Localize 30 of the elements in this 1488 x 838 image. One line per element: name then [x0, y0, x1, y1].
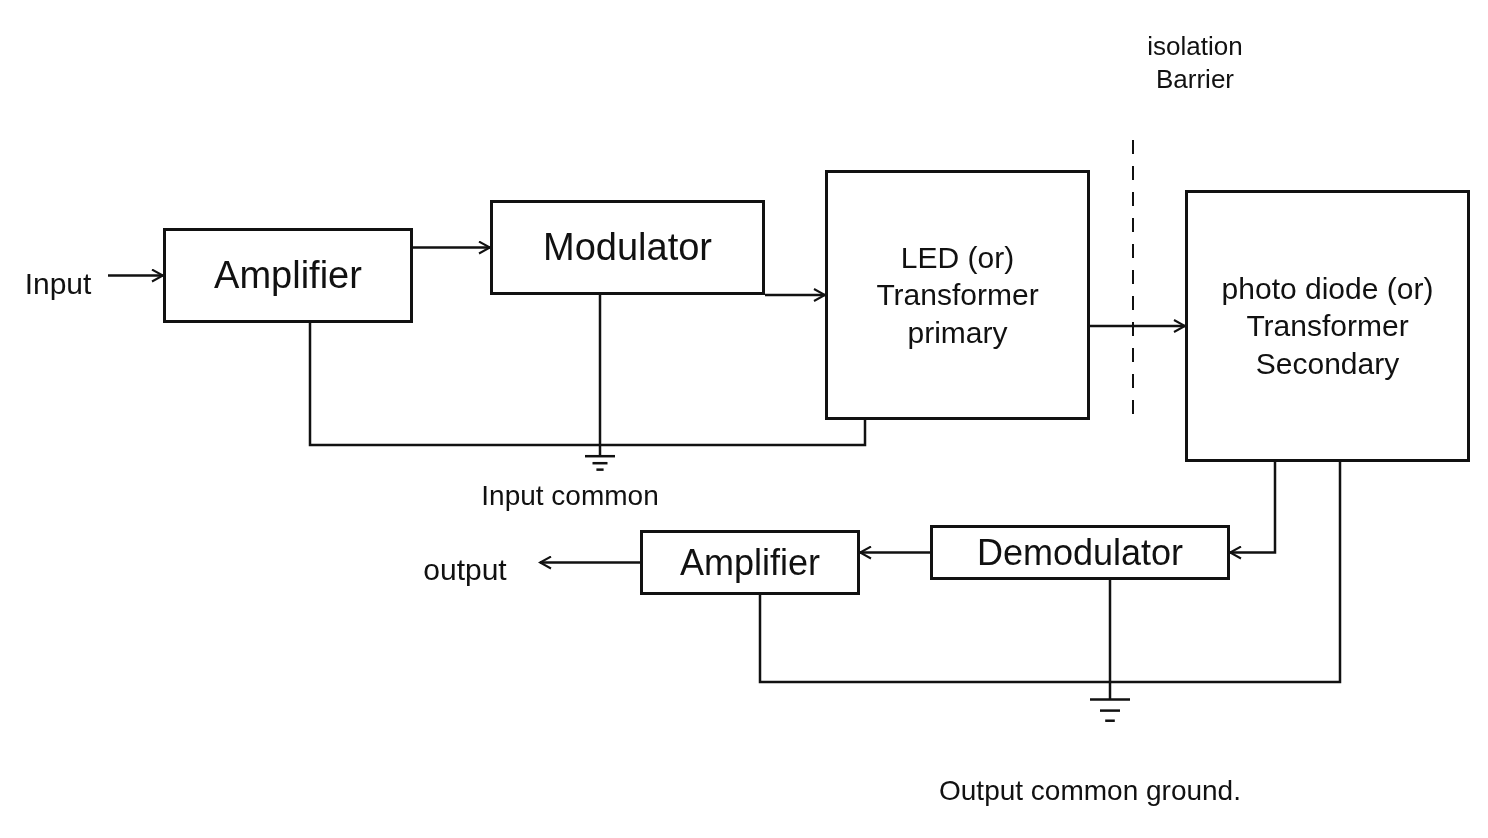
arrow	[1229, 462, 1277, 560]
block-box	[930, 525, 1230, 580]
connector-line	[308, 323, 600, 447]
block-box	[640, 530, 860, 595]
arrow	[765, 288, 826, 302]
connector-line	[1110, 462, 1342, 684]
connector-line	[1108, 580, 1112, 682]
arrow	[1090, 319, 1186, 333]
block-label: photo diode (or) Transformer Secondary	[1220, 270, 1435, 382]
signal-label: Input	[24, 266, 92, 303]
arrow	[859, 545, 930, 560]
block-box	[490, 200, 765, 295]
block-box	[163, 228, 413, 323]
block-label: Amplifier	[214, 252, 362, 298]
block-box	[825, 170, 1090, 420]
arrow	[108, 268, 164, 283]
barrier-label: isolation Barrier	[1146, 30, 1244, 95]
connector-line	[758, 595, 1110, 684]
block-label: Modulator	[543, 224, 712, 270]
block-box	[1185, 190, 1470, 462]
arrow	[413, 240, 491, 255]
block-label: Amplifier	[680, 541, 820, 585]
block-label: LED (or) Transformer primary	[875, 239, 1040, 351]
signal-label: output	[423, 552, 507, 589]
arrow	[539, 555, 640, 570]
block-label: Demodulator	[976, 531, 1184, 575]
ground-label: Input common	[480, 479, 660, 513]
connector-line	[600, 420, 867, 447]
ground-label: Output common ground.	[938, 774, 1242, 808]
connector-line	[598, 295, 602, 445]
